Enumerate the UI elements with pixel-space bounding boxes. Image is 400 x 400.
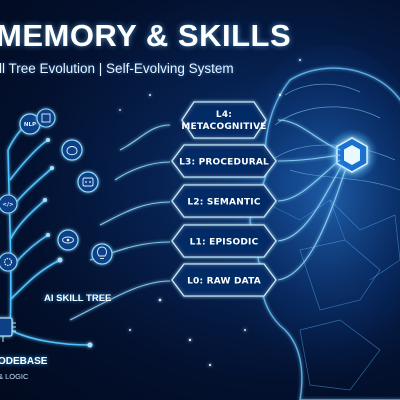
code-icon: </>	[0, 194, 18, 214]
lightbulb-icon	[91, 243, 113, 265]
sparkles	[119, 59, 301, 367]
robot-icon	[77, 171, 99, 193]
layer-l1: L1: EPISODIC	[171, 224, 277, 258]
layer-l1-label: L1: EPISODIC	[190, 238, 259, 248]
codebase-label: ODEBASE	[0, 356, 48, 367]
connector-lines	[69, 119, 347, 321]
page-subtitle: ill Tree Evolution | Self-Evolving Syste…	[0, 61, 234, 76]
chip-icon	[36, 108, 56, 128]
layer-stack: L4: METACOGNITIVE L3: PROCEDURAL L2: SEM…	[171, 101, 277, 297]
layer-l4-line2: METACOGNITIVE	[181, 122, 266, 132]
layer-l2-label: L2: SEMANTIC	[187, 198, 261, 208]
svg-text:</>: </>	[2, 202, 14, 208]
skill-tree-label: AI SKILL TREE	[44, 293, 112, 304]
codebase-chip-icon	[0, 317, 16, 342]
layer-l2: L2: SEMANTIC	[171, 184, 277, 218]
brain-icon	[61, 139, 83, 161]
codebase-sublabel: & LOGIC	[0, 372, 29, 381]
page-title: MEMORY & SKILLS	[0, 18, 292, 53]
nlp-icon-label: NLP	[24, 122, 36, 128]
nlp-icon: NLP	[19, 113, 41, 135]
gear-icon	[0, 252, 18, 272]
layer-l0-label: L0: RAW DATA	[187, 277, 261, 287]
layer-l0: L0: RAW DATA	[171, 263, 277, 297]
eye-icon	[57, 229, 79, 251]
head-figure	[220, 45, 400, 400]
core-hexagon	[326, 129, 378, 181]
layer-l3: L3: PROCEDURAL	[171, 144, 277, 178]
layer-l4-line1: L4:	[216, 110, 232, 120]
layer-l3-label: L3: PROCEDURAL	[179, 158, 269, 168]
layer-l4: L4: METACOGNITIVE	[181, 101, 267, 139]
